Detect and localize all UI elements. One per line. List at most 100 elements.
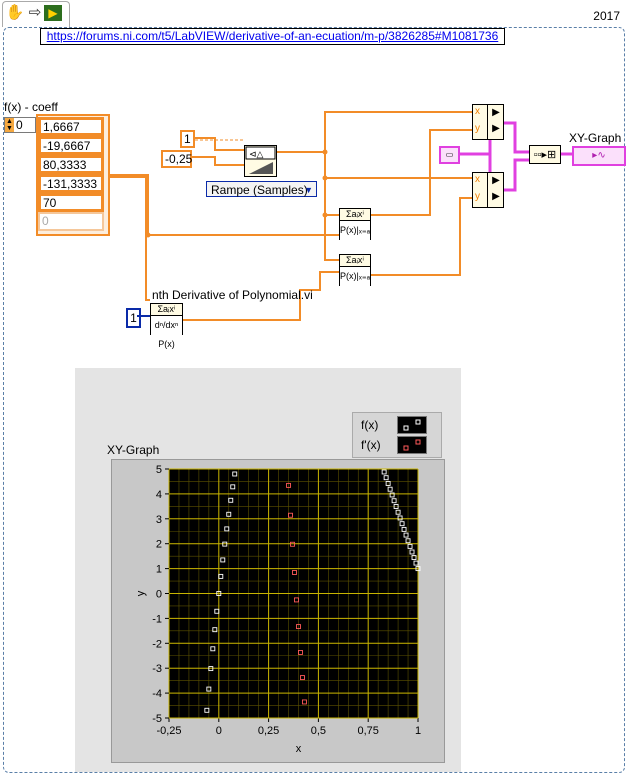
derivative-order-constant[interactable]: 1 — [126, 308, 141, 328]
data-point — [403, 532, 409, 538]
y-tick-label: 1 — [156, 564, 162, 576]
data-point — [216, 591, 222, 596]
ramp-pattern-node[interactable]: ⊲△ — [244, 145, 277, 177]
sigma-icon: Σaᵢxⁱ — [340, 255, 370, 267]
data-point — [228, 497, 234, 503]
bundle-y-label: y — [475, 191, 480, 202]
y-tick-label: 5 — [156, 464, 162, 476]
run-icon[interactable]: ▶ — [44, 5, 62, 21]
constant-one[interactable]: 1 — [180, 130, 195, 148]
y-tick-label: 4 — [156, 489, 162, 501]
data-point — [381, 469, 387, 475]
xy-graph-terminal[interactable]: ▸∿ — [572, 146, 626, 166]
y-tick-label: 0 — [156, 589, 162, 601]
constant-step[interactable]: -0,25 — [161, 150, 192, 168]
forum-url-link[interactable]: https://forums.ni.com/t5/LabVIEW/derivat… — [40, 28, 505, 45]
coeff-element-4[interactable]: 70 — [38, 193, 104, 212]
data-point — [415, 566, 421, 572]
x-axis-label: x — [296, 743, 302, 755]
sigma-icon: Σaᵢxⁱ — [340, 209, 370, 221]
derivative-vi-label: nth Derivative of Polynomial.vi — [152, 288, 313, 302]
index-stepper-icon[interactable]: ▲▼ — [5, 118, 14, 132]
data-point — [302, 699, 307, 705]
xy-graph-terminal-label: XY-Graph — [569, 131, 622, 145]
data-point — [220, 557, 226, 563]
data-point — [210, 646, 216, 652]
build-array-node[interactable]: ▫▫▸⊞ — [529, 145, 561, 164]
data-point — [290, 541, 295, 547]
array-index-control[interactable]: ▲▼ 0 — [4, 117, 36, 133]
data-point — [389, 492, 395, 498]
coeff-element-5[interactable]: 0 — [38, 212, 104, 231]
data-point — [218, 573, 224, 579]
data-point — [399, 521, 405, 527]
arrow-icon[interactable]: ⇨ — [28, 4, 42, 21]
ramp-icon: ⊲△ — [245, 146, 276, 174]
data-point — [288, 512, 293, 518]
data-point — [294, 597, 299, 603]
coeff-element-0[interactable]: 1,6667 — [38, 117, 104, 136]
data-point — [383, 475, 389, 481]
series-dfx — [286, 482, 307, 705]
legend-label-fx: f(x) — [361, 418, 379, 432]
poly-eval-icon: P(x)|ₓ₌ₐ — [340, 221, 370, 240]
bundle-x-label: x — [475, 174, 480, 185]
year-label: 2017 — [593, 9, 620, 23]
coeff-element-3[interactable]: -131,3333 — [38, 174, 104, 193]
x-tick-label: 0 — [216, 725, 222, 737]
bundle-x-label: x — [475, 106, 480, 117]
y-axis-label: y — [135, 590, 147, 596]
bundle-y-label: y — [475, 123, 480, 134]
derivative-icon: dⁿ/dxⁿ P(x) — [151, 316, 182, 349]
data-point — [214, 608, 220, 614]
ramp-type-value: Rampe (Samples) — [211, 183, 308, 197]
svg-text:⊲△: ⊲△ — [249, 149, 264, 159]
x-tick-label: 0,25 — [258, 725, 279, 737]
coeff-element-2[interactable]: 80,3333 — [38, 155, 104, 174]
data-point — [226, 511, 232, 517]
hand-icon[interactable]: ✋ — [5, 4, 25, 21]
data-point — [413, 560, 419, 566]
cluster-constant[interactable]: ▭ — [439, 146, 460, 164]
array-index-value: 0 — [16, 118, 23, 132]
data-point — [230, 484, 236, 490]
data-point — [232, 471, 238, 477]
poly-eval-icon: P(x)|ₓ₌ₐ — [340, 267, 370, 286]
x-tick-label: 0,75 — [357, 725, 378, 737]
data-point — [292, 570, 297, 575]
y-tick-label: -3 — [152, 663, 162, 675]
data-point — [407, 543, 413, 549]
data-point — [397, 515, 403, 521]
y-tick-label: 2 — [156, 539, 162, 551]
y-tick-label: -4 — [152, 688, 162, 700]
data-point — [212, 627, 218, 633]
data-point — [208, 666, 214, 672]
y-tick-label: 3 — [156, 514, 162, 526]
ramp-type-select[interactable]: Rampe (Samples)▼ — [206, 181, 317, 197]
data-point — [387, 486, 393, 492]
data-point — [298, 650, 303, 655]
x-tick-label: 0,5 — [311, 725, 326, 737]
y-tick-label: -5 — [152, 713, 162, 725]
data-point — [405, 538, 411, 544]
chevron-down-icon: ▼ — [304, 185, 313, 195]
sigma-icon: Σaᵢxⁱ — [151, 304, 182, 316]
legend-swatch-dfx[interactable] — [397, 436, 427, 454]
data-point — [385, 480, 391, 486]
coeff-array-label: f(x) - coeff — [4, 100, 58, 114]
data-point — [409, 549, 415, 555]
data-point — [300, 675, 305, 681]
graph-title: XY-Graph — [107, 443, 160, 457]
data-point — [286, 482, 291, 488]
coeff-element-1[interactable]: -19,6667 — [38, 136, 104, 155]
data-point — [391, 498, 397, 504]
legend-swatch-fx[interactable] — [397, 416, 427, 434]
data-point — [411, 555, 417, 561]
data-point — [401, 526, 407, 532]
